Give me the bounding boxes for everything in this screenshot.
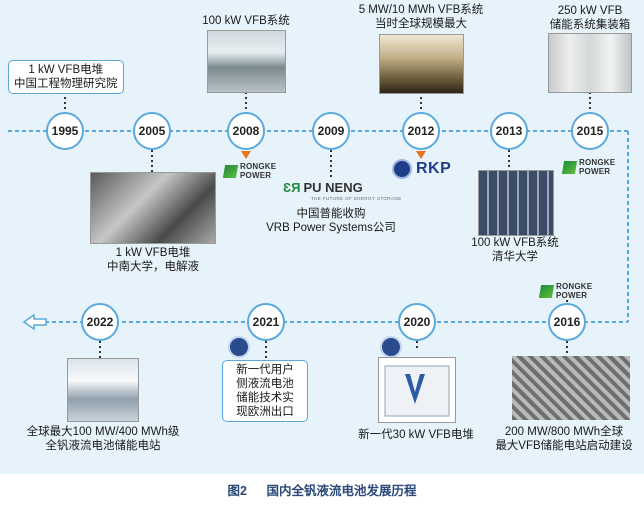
- photo-2022-station: [67, 358, 139, 422]
- year-node-2013: 2013: [490, 112, 528, 150]
- photo-2008-system: [207, 30, 286, 93]
- v-stack-icon: [384, 365, 450, 417]
- label-2020: 新一代30 kW VFB电堆: [358, 429, 474, 441]
- label-2016: 200 MW/800 MWh全球 最大VFB储能电站启动建设: [495, 426, 633, 452]
- rkp-mark-icon: [392, 159, 412, 179]
- year-node-2022: 2022: [81, 303, 119, 341]
- year-node-1995: 1995: [46, 112, 84, 150]
- photo-2013-racks: [478, 170, 554, 236]
- label-2012: 5 MW/10 MWh VFB系统 当时全球规模最大: [358, 4, 484, 30]
- puneng-mark-icon: ƐЯ: [283, 180, 301, 195]
- arrow-down-icon: [241, 151, 251, 159]
- label-2021: 新一代用户 侧液流电池 储能技术实 现欧洲出口: [222, 360, 308, 422]
- year-node-2015: 2015: [571, 112, 609, 150]
- rkp-seal-icon: [228, 336, 250, 358]
- year-node-2008: 2008: [227, 112, 265, 150]
- rongke-logo-2016: RONGKE POWER: [538, 282, 592, 300]
- year-node-2009: 2009: [312, 112, 350, 150]
- rongke-logo-2015: RONGKE POWER: [561, 158, 615, 176]
- label-2008: 100 kW VFB系统: [202, 15, 290, 27]
- rkp-logo: RKP: [392, 159, 451, 179]
- figure-caption: 图2 国内全钒液流电池发展历程: [227, 484, 417, 498]
- photo-2005-stack: [90, 172, 216, 244]
- rongke-mark-icon: [561, 160, 578, 174]
- year-node-2021: 2021: [247, 303, 285, 341]
- photo-2016-station: [512, 356, 630, 420]
- rongke-mark-icon: [538, 284, 555, 298]
- label-2009: 中国普能收购 VRB Power Systems公司: [266, 208, 396, 234]
- photo-2020-stack: [378, 357, 456, 423]
- year-node-2012: 2012: [402, 112, 440, 150]
- rkp-seal-icon: [380, 336, 402, 358]
- label-2022: 全球最大100 MW/400 MWh级 全钒液流电池储能电站: [26, 426, 180, 452]
- photo-2012-hall: [379, 34, 464, 94]
- photo-2015-container: [548, 33, 632, 93]
- label-2005: 1 kW VFB电堆 中南大学，电解液: [107, 247, 199, 273]
- year-node-2020: 2020: [398, 303, 436, 341]
- arrow-down-icon: [416, 151, 426, 159]
- rongke-mark-icon: [222, 164, 239, 178]
- label-2015: 250 kW VFB 储能系统集装箱: [549, 5, 631, 31]
- puneng-logo: ƐЯ PU NENG THE FUTURE OF ENERGY STORAGE: [283, 180, 402, 201]
- label-2013: 100 kW VFB系统 清华大学: [471, 237, 559, 263]
- year-node-2016: 2016: [548, 303, 586, 341]
- rongke-logo-2008: RONGKE POWER: [222, 162, 276, 180]
- label-1995: 1 kW VFB电堆 中国工程物理研究院: [8, 60, 124, 94]
- year-node-2005: 2005: [133, 112, 171, 150]
